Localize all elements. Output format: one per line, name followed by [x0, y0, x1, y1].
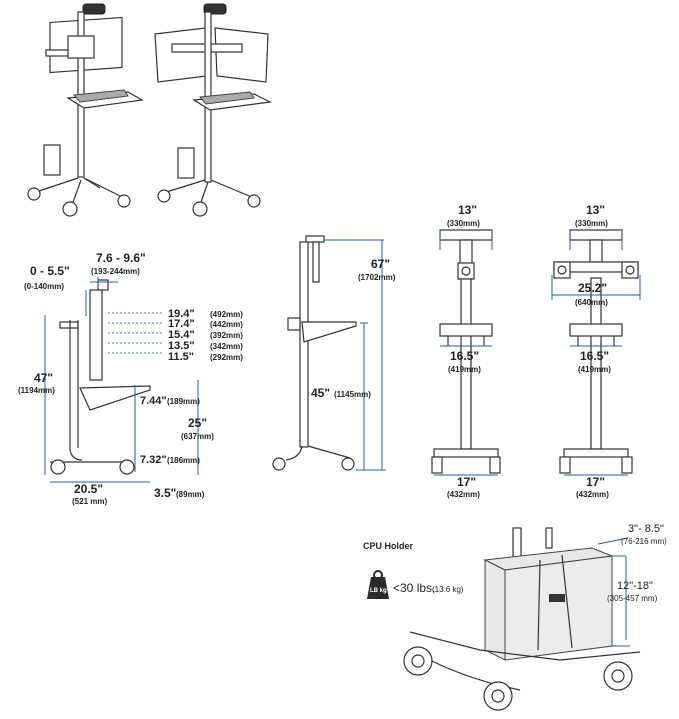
dim-h2: 17.4": [168, 318, 195, 330]
dim-base-a-mm: (432mm): [447, 490, 480, 499]
cpu-height-mm: (305-457 mm): [607, 594, 658, 603]
dim-arm: 7.6 - 9.6": [96, 251, 146, 265]
dim-h4: 13.5": [168, 340, 195, 352]
dim-h5: 11.5": [168, 351, 194, 363]
dim-offset-mm: (0-140mm): [24, 282, 64, 291]
dim-wk-b: 16.5": [580, 349, 609, 363]
dim-h1: 19.4": [168, 308, 195, 320]
dim-mid-mm: (1145mm): [334, 390, 371, 399]
dim-base-w-mm: (521 mm): [72, 497, 107, 506]
weight-badge: LB kg: [370, 588, 387, 594]
dim-total-mm: (1194mm): [18, 386, 55, 395]
dim-kb-mm: (189mm): [167, 397, 200, 406]
dim-total: 47": [34, 371, 53, 385]
dimension-lines-front: [434, 230, 641, 476]
cpu-depth-mm: (76-216 mm): [621, 537, 667, 546]
dim-h4-mm: (342mm): [210, 342, 243, 351]
weight-limit: <30 lbs.: [393, 581, 435, 595]
dim-wk-a: 16.5": [450, 349, 479, 363]
dimension-lines-side: [44, 277, 199, 483]
dim-tall: 67": [371, 257, 390, 271]
dim-mid: 45": [311, 386, 330, 400]
cpu-holder-illustration: [403, 527, 641, 711]
dim-base-b-mm: (432mm): [576, 490, 609, 499]
cart-front-view-single: [431, 229, 501, 474]
dim-foot: 3.5": [154, 486, 176, 500]
cart-side-view: [50, 279, 151, 475]
dim-top-a: 13": [458, 203, 477, 217]
dim-base-h: 7.32": [140, 454, 167, 466]
dim-wk-b-mm: (419mm): [578, 365, 611, 374]
cpu-holder-title: CPU Holder: [363, 541, 414, 551]
cart-profile-view: [272, 235, 357, 471]
dim-h1-mm: (492mm): [210, 310, 243, 319]
dim-base-b: 17": [586, 475, 605, 489]
dim-top-b: 13": [586, 203, 605, 217]
dimension-lines-profile: [324, 239, 386, 471]
cpu-depth: 3"- 8.5": [628, 523, 664, 535]
dim-base-a: 17": [457, 475, 476, 489]
dim-offset: 0 - 5.5": [30, 264, 70, 278]
dim-shelf-mm: (637mm): [181, 432, 214, 441]
dim-dual-mm: (640mm): [575, 298, 608, 307]
weight-limit-kg: (13.6 kg): [432, 585, 464, 594]
cart-front-view-dual: [553, 229, 639, 474]
dim-top-b-mm: (330mm): [575, 219, 608, 228]
dim-base-h-mm: (186mm): [167, 456, 200, 465]
dim-foot-mm: (89mm): [176, 490, 205, 499]
dim-h2-mm: (442mm): [210, 320, 243, 329]
dim-dual: 25.2": [578, 281, 607, 295]
dim-top-a-mm: (330mm): [447, 219, 480, 228]
dim-h5-mm: (292mm): [210, 353, 243, 362]
dim-shelf: 25": [188, 416, 207, 430]
dimension-lines-cpu: [597, 537, 630, 647]
cpu-height: 12"-18": [617, 580, 653, 592]
dim-kb: 7.44": [140, 395, 167, 407]
dim-tall-mm: (1702mm): [358, 273, 396, 282]
dim-h3-mm: (392mm): [210, 331, 243, 340]
cart-illustration-dual-monitor: [154, 3, 273, 217]
dim-wk-a-mm: (419mm): [448, 365, 481, 374]
dim-arm-mm: (193-244mm): [91, 267, 140, 276]
dim-h3: 15.4": [168, 329, 195, 341]
weight-icon: [367, 570, 389, 599]
cart-illustration-single-monitor: [27, 3, 144, 217]
dim-base-w: 20.5": [74, 482, 103, 496]
